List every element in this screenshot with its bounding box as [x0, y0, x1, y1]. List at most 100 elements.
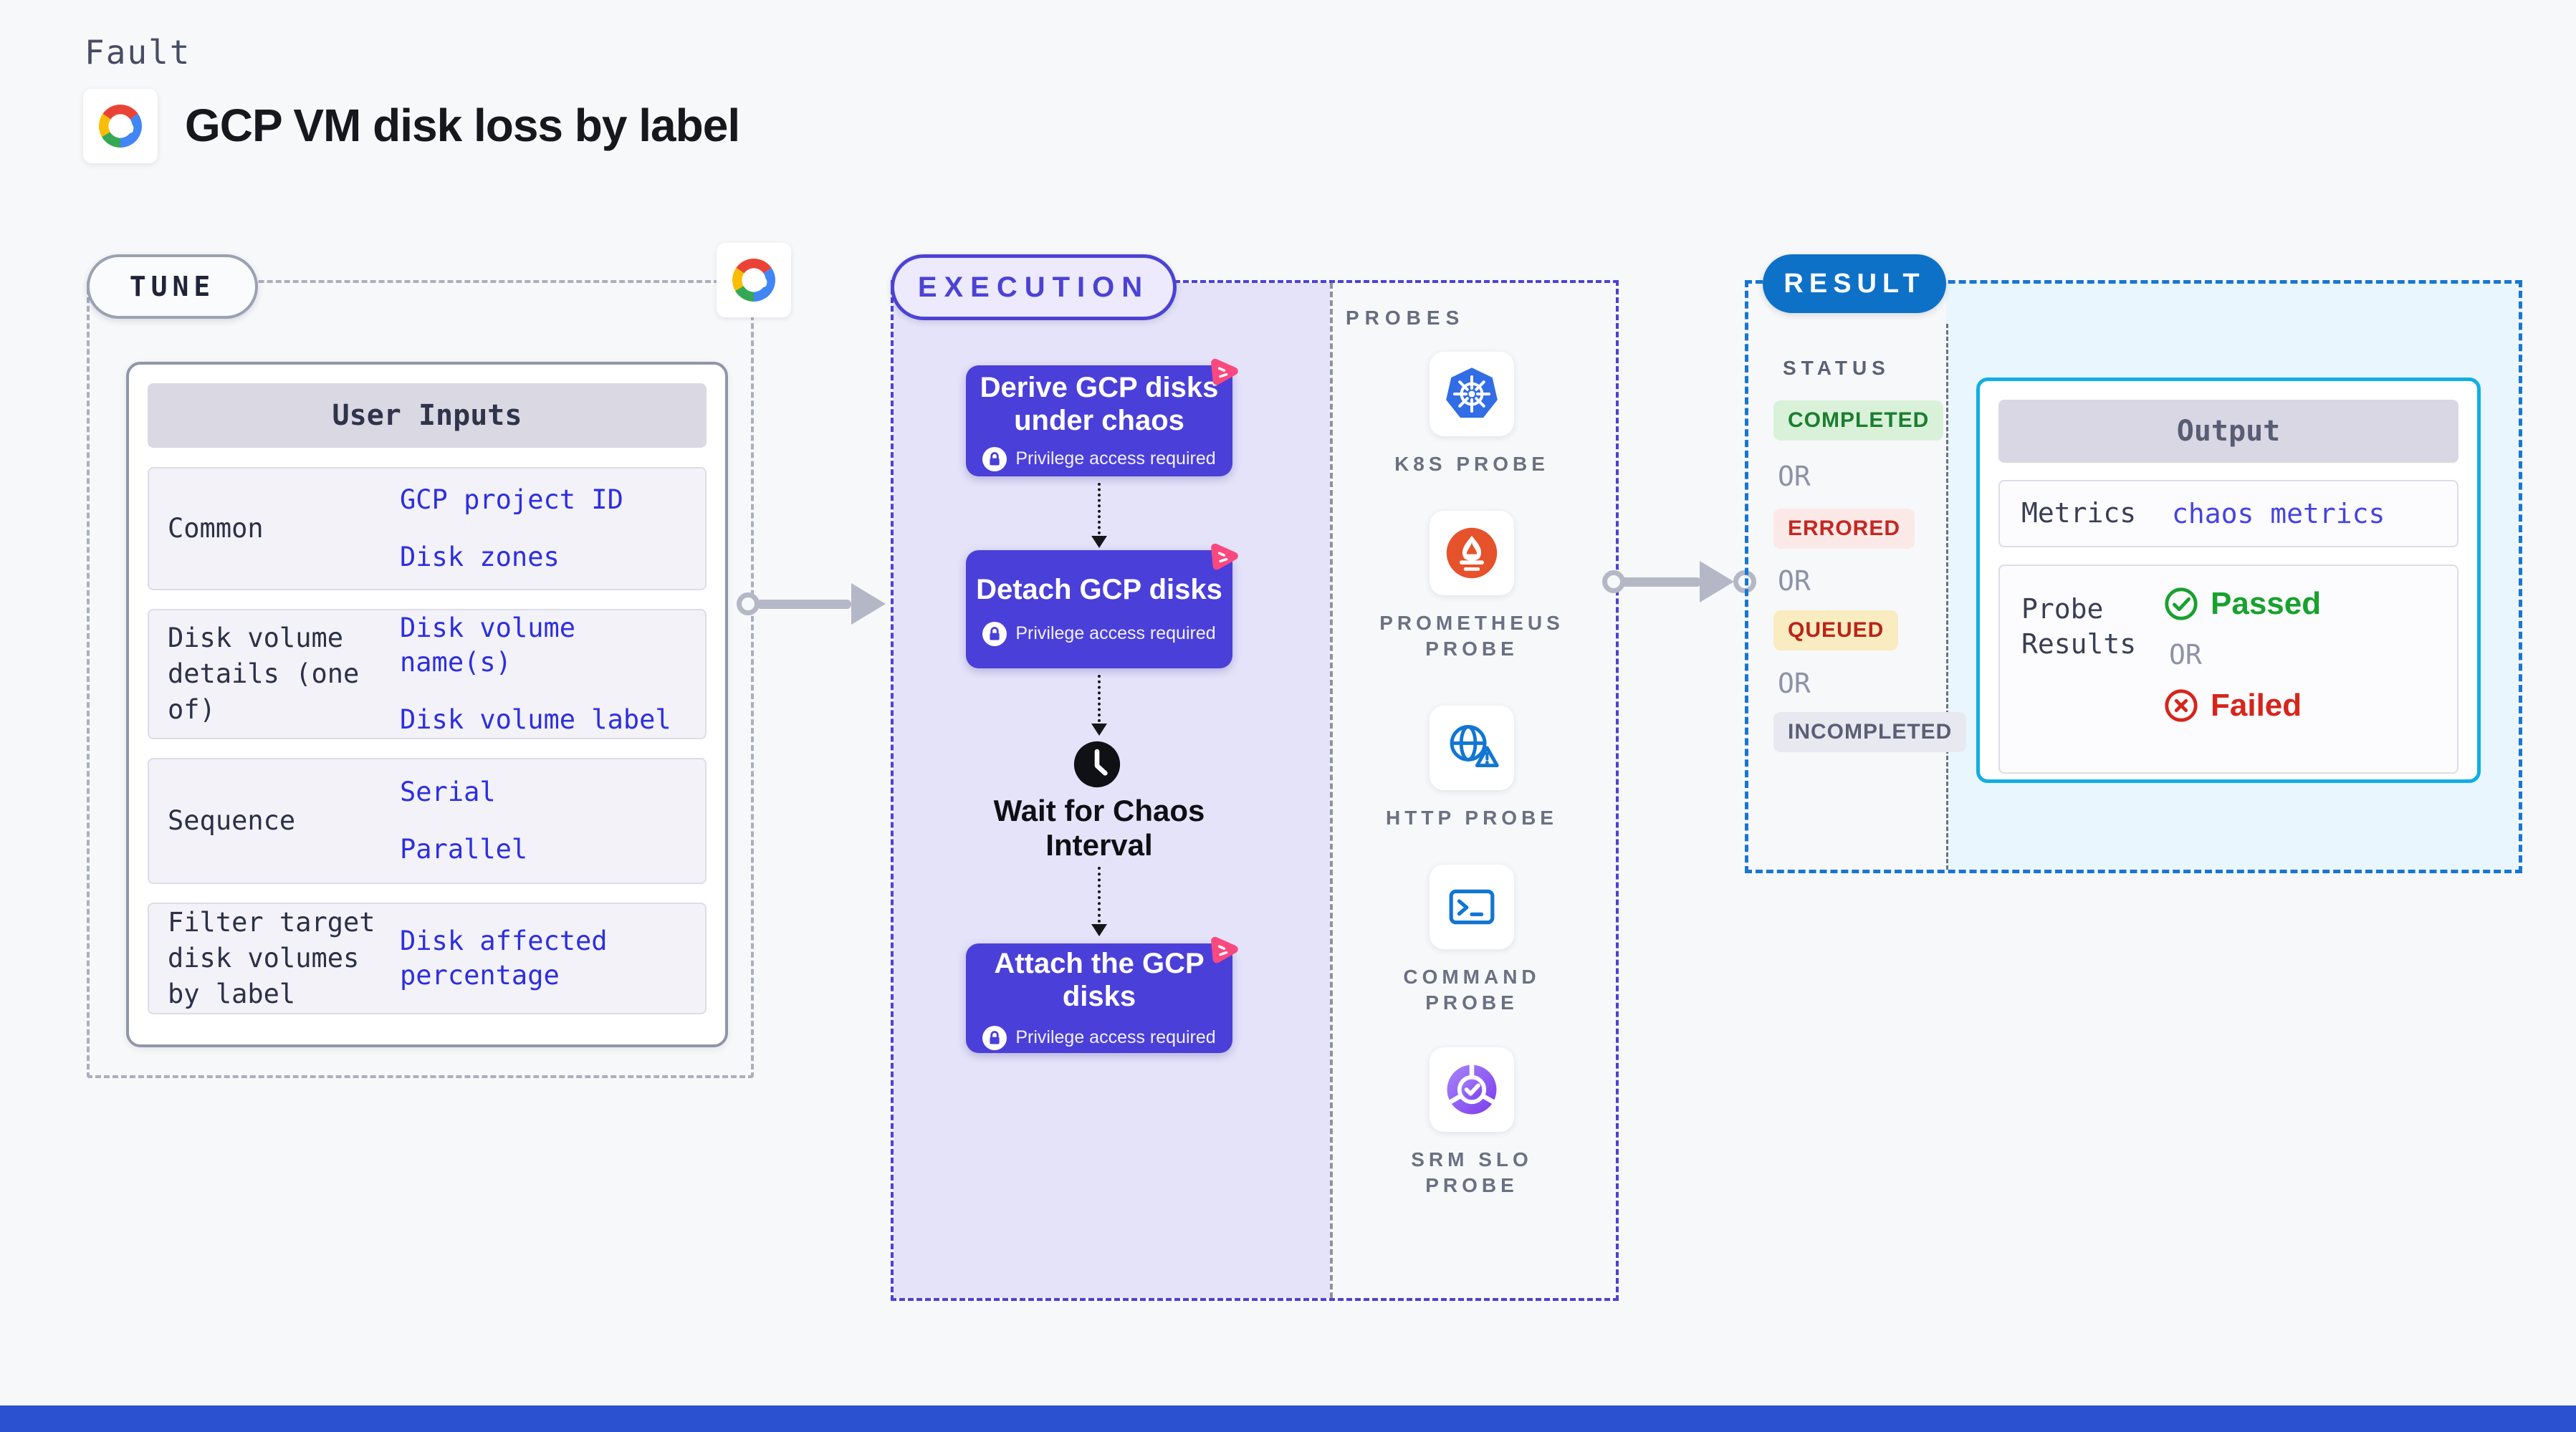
execution-badge: EXECUTION	[891, 254, 1177, 320]
flow-arrow-head-icon	[1091, 924, 1107, 936]
status-badge-errored: ERRORED	[1773, 509, 1915, 549]
probe-command-label: COMMAND PROBE	[1403, 966, 1541, 1014]
http-globe-warning-icon	[1450, 725, 1499, 768]
input-row-values: GCP project ID Disk zones	[400, 468, 705, 589]
input-row-label: Disk volume details (one of)	[168, 623, 360, 725]
or-separator: OR	[2169, 639, 2202, 671]
page-title: GCP VM disk loss by label	[185, 100, 740, 151]
gcp-cloud-icon	[732, 259, 775, 302]
input-row-sequence: Sequence Serial Parallel	[148, 758, 707, 884]
command-terminal-icon	[1449, 889, 1495, 925]
prometheus-icon	[1446, 527, 1498, 579]
probe-kubernetes-label: K8S PROBE	[1394, 453, 1549, 475]
passed-label: Passed	[2211, 586, 2322, 621]
privilege-note: Privilege access required	[982, 446, 1216, 471]
metrics-value: chaos metrics	[2172, 498, 2385, 529]
flow-arrow-line	[1098, 483, 1101, 534]
srm-slo-icon	[1447, 1065, 1497, 1115]
probe-prometheus-label: PROMETHEUS PROBE	[1379, 612, 1564, 660]
step-title: Derive GCP disks under chaos	[980, 371, 1219, 436]
lock-icon	[982, 621, 1007, 646]
input-value: Parallel	[400, 834, 528, 865]
probe-prometheus	[1430, 511, 1514, 595]
privilege-note: Privilege access required	[982, 1025, 1216, 1050]
input-row-values: Serial Parallel	[400, 759, 705, 883]
tune-boundary	[87, 280, 754, 1078]
lock-icon	[982, 1025, 1007, 1050]
arrow-shaft	[757, 600, 851, 609]
input-row-values: Disk volume name(s) Disk volume label	[400, 610, 705, 738]
input-row-disk-volume-details: Disk volume details (one of) Disk volume…	[148, 609, 707, 739]
tune-gcp-logo	[717, 243, 791, 317]
output-header: Output	[1998, 400, 2458, 463]
input-row-values: Disk affected percentage	[400, 904, 705, 1013]
execution-probes-divider	[1330, 283, 1333, 1298]
chaos-flag-icon	[1211, 543, 1238, 570]
or-separator: OR	[1778, 565, 1811, 597]
user-inputs-card: User Inputs Common GCP project ID Disk z…	[126, 362, 728, 1047]
wait-for-chaos-label: Wait for Chaos Interval	[993, 794, 1205, 862]
probe-srm-slo	[1430, 1047, 1514, 1132]
step-card-detach-gcp-disks: Detach GCP disks Privilege access requir…	[966, 543, 1238, 668]
input-value: Disk zones	[400, 542, 560, 572]
step-card-attach-gcp-disks: Attach the GCP disks Privilege access re…	[966, 936, 1238, 1053]
step-card-derive-gcp-disks: Derive GCP disks under chaos Privilege a…	[966, 358, 1238, 476]
kubernetes-icon	[1446, 367, 1498, 418]
status-badge-completed: COMPLETED	[1773, 400, 1944, 441]
or-separator: OR	[1778, 461, 1811, 492]
step-title: Detach GCP disks	[976, 573, 1222, 605]
probe-results-values: Passed OR Failed	[2163, 586, 2321, 724]
input-row-filter-by-label: Filter target disk volumes by label Disk…	[148, 903, 707, 1014]
probe-command	[1430, 865, 1514, 949]
probe-http-label: HTTP PROBE	[1386, 807, 1558, 829]
probe-kubernetes	[1430, 352, 1514, 436]
tune-badge-label: TUNE	[129, 271, 216, 302]
privilege-note: Privilege access required	[982, 621, 1216, 646]
failed-label: Failed	[2211, 688, 2302, 723]
probe-results-label: Probe Results	[2021, 593, 2137, 660]
bottom-bar	[0, 1405, 2576, 1432]
input-value: Disk volume name(s)	[400, 612, 576, 678]
input-row-common: Common GCP project ID Disk zones	[148, 467, 707, 590]
input-value: Disk affected percentage	[400, 925, 608, 991]
status-badge-incompleted: INCOMPLETED	[1773, 712, 1967, 752]
failed-result: Failed	[2163, 688, 2321, 724]
flow-arrow-line	[1098, 675, 1101, 722]
probe-srm-slo-label: SRM SLO PROBE	[1411, 1148, 1533, 1197]
input-value: GCP project ID	[400, 484, 623, 515]
result-badge-label: RESULT	[1783, 268, 1925, 299]
or-separator: OR	[1778, 668, 1811, 699]
tune-badge: TUNE	[87, 254, 258, 319]
flow-arrow-head-icon	[1091, 536, 1107, 548]
fault-label: Fault	[85, 33, 191, 72]
clock-icon	[1073, 741, 1121, 788]
status-badge-queued: QUEUED	[1773, 610, 1899, 650]
user-inputs-header: User Inputs	[148, 383, 707, 448]
input-row-label: Common	[168, 513, 264, 544]
status-title: STATUS	[1783, 357, 1890, 379]
arrow-shaft	[1621, 577, 1701, 587]
passed-result: Passed	[2163, 586, 2321, 622]
metrics-row: Metrics chaos metrics	[1998, 480, 2458, 547]
input-value: Disk volume label	[400, 704, 671, 736]
result-badge: RESULT	[1763, 254, 1946, 313]
chaos-flag-icon	[1211, 358, 1238, 385]
probes-title: PROBES	[1346, 307, 1465, 329]
lock-icon	[982, 446, 1007, 471]
passed-check-icon	[2165, 587, 2198, 620]
metrics-label: Metrics	[2021, 497, 2137, 529]
probe-results-row: Probe Results Passed OR Failed	[1998, 564, 2458, 774]
flow-arrow-line	[1098, 867, 1101, 923]
execution-badge-label: EXECUTION	[917, 271, 1150, 303]
input-value: Serial	[400, 776, 496, 807]
output-card: Output Metrics chaos metrics Probe Resul…	[1976, 378, 2481, 783]
flow-arrow-head-icon	[1091, 724, 1107, 736]
arrow-head-icon	[1700, 561, 1734, 602]
failed-x-icon	[2165, 689, 2198, 722]
chaos-flag-icon	[1211, 936, 1238, 964]
step-title: Attach the GCP disks	[994, 947, 1205, 1012]
probe-http	[1430, 706, 1514, 790]
arrow-head-icon	[851, 583, 886, 625]
input-row-label: Filter target disk volumes by label	[168, 907, 375, 1009]
input-row-label: Sequence	[168, 805, 296, 837]
